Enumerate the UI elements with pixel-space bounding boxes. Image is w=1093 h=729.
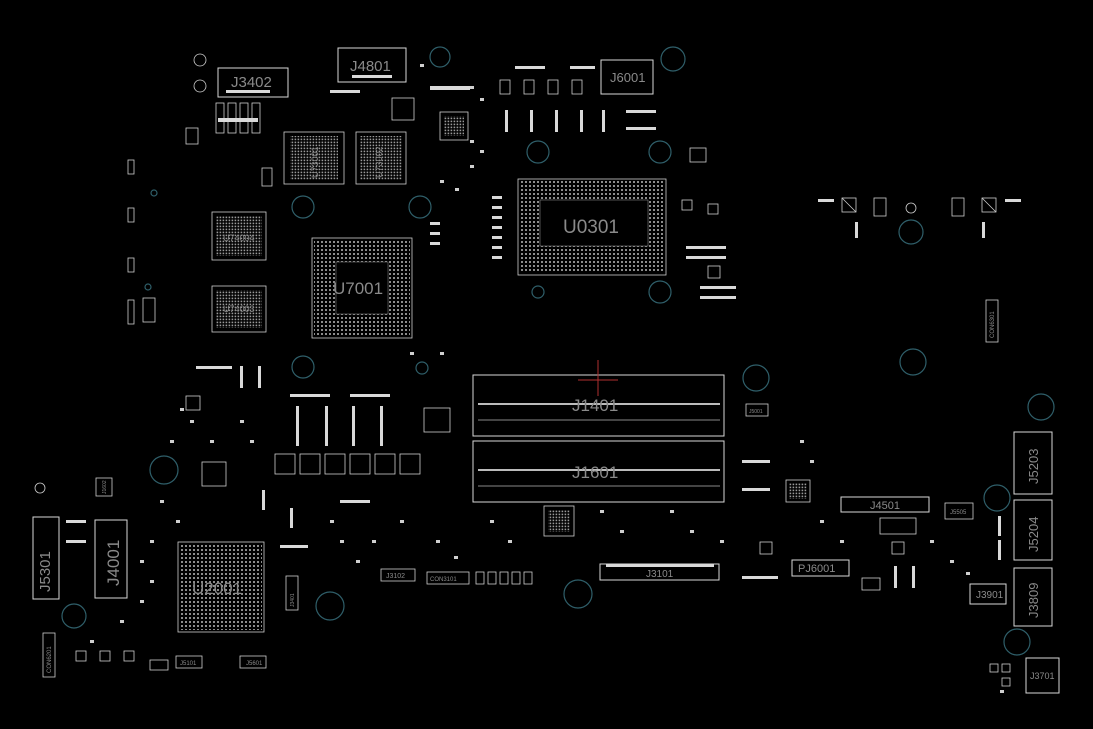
chip-u74003[interactable]: U74003 [211,285,267,333]
connector-j5001[interactable] [745,403,769,417]
j3401-label: J3401 [290,593,296,607]
u74004-label: U74004 [223,233,255,243]
chip-u74004[interactable]: U74004 [211,211,267,261]
con6301-label: CON6301 [990,311,996,338]
chip-u2001[interactable]: U2001 [177,541,265,633]
connector-j1602[interactable] [95,477,113,497]
dimm-slot-j1401[interactable]: J1401 [472,360,725,437]
connector-j3401[interactable] [285,575,299,611]
mount-hole [660,46,686,72]
j1601-label: J1601 [572,463,618,482]
u73002-label: U73002 [374,146,384,178]
smd-cluster-cpu-right [681,199,736,299]
j3101-label: J3101 [646,569,674,580]
connector-con3101[interactable]: CON3101 [426,571,470,585]
mount-hole [648,280,672,304]
connector-pj6001[interactable]: PJ6001 [791,559,850,577]
connector-j5505[interactable]: J5505 [944,502,974,520]
small-parts-far-right [989,516,1011,687]
connector-j3901[interactable]: J3901 [969,583,1007,605]
mount-hole [193,53,207,67]
connector-j4801[interactable]: J4801 [337,47,407,83]
mount-hole [149,455,179,485]
component-group-right: CON6301 [818,197,1021,376]
j4501-label: J4501 [870,500,900,512]
connector-j5204[interactable]: J5204 [1013,499,1053,561]
j5101-label: J5101 [180,661,197,667]
mount-hole [291,195,315,219]
j4801-label: J4801 [350,58,391,75]
chip-u7001[interactable]: U7001 [311,237,413,339]
u7001-label: U7001 [333,279,383,298]
j3402-label: J3402 [231,74,272,91]
con6201-label: CON6201 [47,646,53,673]
smd-cluster-top [127,66,707,325]
j5505-label: J5505 [950,510,967,516]
j3901-label: J3901 [976,590,1004,601]
via [144,283,152,291]
u73001-label: U73001 [310,146,320,178]
pads-cpu-left [430,196,502,259]
j1602-label: J1602 [102,480,108,494]
u0301-label: U0301 [563,217,619,238]
j4001-label: J4001 [104,540,123,586]
chip-u73001[interactable]: U73001 [283,131,345,185]
j3809-label: J3809 [1026,583,1041,618]
j3701-label: J3701 [1030,671,1055,681]
connector-j3101[interactable]: J3101 [599,563,720,581]
passive-pads [90,64,1004,693]
small-parts-bottom-left [66,520,267,671]
connector-j3402[interactable]: J3402 [217,67,289,98]
j5001-label: J5001 [749,409,763,415]
j6001-label: J6001 [610,70,645,85]
connector-j3102[interactable]: J3102 [380,568,416,582]
connector-j6001[interactable]: J6001 [600,59,654,95]
connector-j3809[interactable]: J3809 [1013,567,1053,627]
u2001-label: U2001 [192,579,242,598]
j1401-label: J1401 [572,396,618,415]
via [150,189,158,197]
dimm-slot-j1601[interactable]: J1601 [472,440,725,503]
resistor-array [215,102,261,134]
mount-hole [983,484,1011,512]
con3101-label: CON3101 [430,577,457,583]
power-area-middle [185,355,451,548]
connector-j4501[interactable]: J4501 [840,496,930,513]
mount-hole [408,195,432,219]
mount-hole [531,285,545,299]
pj6001-label: PJ6001 [798,563,835,575]
small-parts-bottom-right [742,460,917,591]
u74003-label: U74003 [223,304,255,314]
mount-hole [429,46,451,68]
mount-hole [1027,393,1055,421]
connector-j5301[interactable]: J5301 [32,516,60,600]
mount-hole [526,140,550,164]
connector-j5203[interactable]: J5203 [1013,431,1053,495]
mount-hole [742,364,770,392]
mount-hole [61,603,87,629]
small-parts-bottom-center [475,505,593,609]
mount-hole [315,591,345,621]
mount-hole [648,140,672,164]
connector-j4001[interactable]: J4001 [94,519,128,599]
mount-hole [193,79,207,93]
j3102-label: J3102 [386,573,405,580]
j5204-label: J5204 [1026,517,1041,552]
fiducial [34,482,46,494]
j5301-label: J5301 [37,551,54,592]
j5203-label: J5203 [1026,449,1041,484]
j5601-label: J5601 [246,661,263,667]
connector-con6201[interactable] [42,632,56,678]
chip-u73002[interactable]: U73002 [355,131,407,185]
mount-hole [1003,628,1031,656]
connector-j3701[interactable]: J3701 [1025,657,1060,694]
cpu-u0301[interactable]: U0301 [517,178,667,276]
